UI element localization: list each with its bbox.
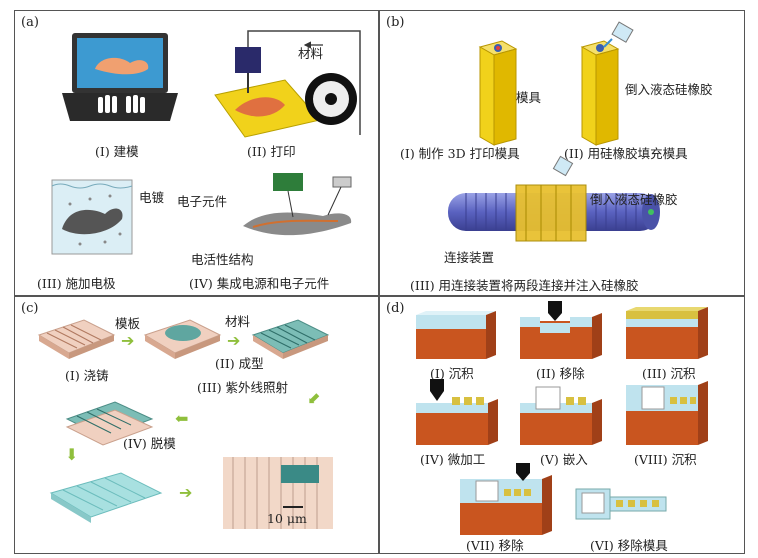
mold-illustration <box>472 37 522 149</box>
caption-c2: (II) 成型 <box>215 353 264 372</box>
arrow-c2: ➔ <box>227 331 240 350</box>
panel-a: (a) (I) 建模 材料 (II) 打印 <box>14 10 379 296</box>
step-d6 <box>576 483 676 533</box>
caption-a4: (IV) 集成电源和电子元件 <box>189 273 329 292</box>
caption-b1: (I) 制作 3D 打印模具 <box>400 143 520 162</box>
note-pour-2: 倒入液态硅橡胶 <box>590 189 678 208</box>
scale-bar-label: 10 μm <box>267 511 307 526</box>
caption-d2: (II) 移除 <box>536 363 585 382</box>
panel-b-label: (b) <box>386 15 404 30</box>
caption-d6: (VI) 移除模具 <box>590 535 668 554</box>
caption-c3: (III) 紫外线照射 <box>197 377 288 396</box>
note-mold: 模具 <box>516 87 541 106</box>
caption-d8: (VIII) 沉积 <box>634 449 697 468</box>
arrow-c3: ⬅ <box>175 409 188 428</box>
note-template: 模板 <box>115 313 140 332</box>
caption-a2: (II) 打印 <box>247 141 296 160</box>
template-plate-1 <box>39 315 114 360</box>
note-material-c: 材料 <box>225 311 250 330</box>
caption-a1: (I) 建模 <box>95 141 139 160</box>
panel-d: (d) (I) 沉积 (II) 移除 (III) 沉积 (IV) 微加工 <box>379 296 745 554</box>
template-plate-2 <box>145 315 220 360</box>
electronics-illustration <box>233 171 363 251</box>
laptop-illustration <box>60 31 180 126</box>
printer-illustration <box>205 25 365 140</box>
arrow-c5: ⬇ <box>65 445 78 464</box>
caption-a3: (III) 施加电极 <box>37 273 116 292</box>
step-d8 <box>626 379 711 444</box>
film-sheet <box>51 469 161 529</box>
note-electronics: 电子元件 <box>177 191 227 210</box>
panel-a-label: (a) <box>21 15 39 30</box>
caption-b2: (II) 用硅橡胶填充模具 <box>564 143 688 162</box>
step-d3 <box>626 307 711 362</box>
note-plating: 电镀 <box>139 187 164 206</box>
note-pour-1: 倒入液态硅橡胶 <box>625 79 713 98</box>
panel-b: (b) 模具 (I) 制作 3D 打印模具 倒入液态硅橡胶 (II) 用硅橡胶填… <box>379 10 745 296</box>
panel-c: (c) 模板 ➔ 材料 ➔ (I) 浇铸 (II) 成型 (III) 紫外线照射… <box>14 296 379 554</box>
plating-tank-illustration <box>50 174 145 259</box>
step-d7 <box>460 463 555 538</box>
panel-d-label: (d) <box>386 301 404 316</box>
template-plate-3 <box>253 315 333 360</box>
note-connector: 连接装置 <box>444 247 494 266</box>
note-electroactive: 电活性结构 <box>191 249 254 268</box>
arrow-c6: ➔ <box>179 483 192 502</box>
caption-c1: (I) 浇铸 <box>65 365 109 384</box>
note-material-a: 材料 <box>298 43 323 62</box>
step-d4 <box>416 379 501 449</box>
step-d2 <box>520 301 605 361</box>
caption-b3: (III) 用连接装置将两段连接并注入硅橡胶 <box>410 275 639 294</box>
panel-c-label: (c) <box>21 301 38 316</box>
arrow-c4: ⬋ <box>307 389 320 408</box>
caption-c4: (IV) 脱模 <box>123 433 176 452</box>
step-d5 <box>520 383 605 448</box>
step-d1 <box>416 311 496 361</box>
caption-d7: (VII) 移除 <box>466 535 524 554</box>
arrow-c1: ➔ <box>121 331 134 350</box>
